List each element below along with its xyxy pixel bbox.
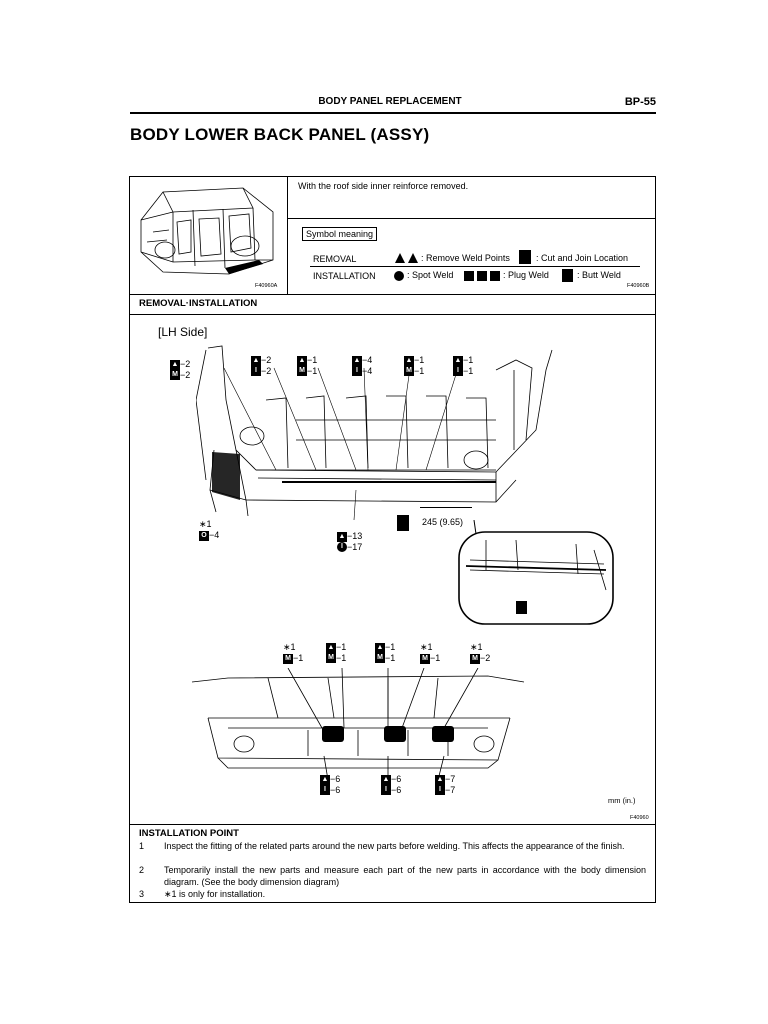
callout-center: ▲−13 I−17 (337, 531, 363, 553)
installation-point-number-1: 1 (139, 841, 145, 851)
lower-panel-drawing (191, 668, 525, 780)
cut-join-icon (519, 250, 531, 264)
section-header: BODY PANEL REPLACEMENT (318, 96, 462, 107)
callout-upper-3: ▲−1 M−1 (297, 355, 318, 377)
vehicle-thumbnail (140, 187, 274, 275)
symbol-meaning-label: Symbol meaning (302, 227, 378, 241)
cut-join-marker (397, 515, 409, 531)
section-heading-rule (129, 314, 656, 315)
top-box-divider (287, 176, 288, 294)
callout-upper-2: ▲−2 I−2 (251, 355, 272, 377)
plug-weld-m-icon (477, 271, 487, 281)
figure-code-diagram: F40960 (630, 815, 649, 821)
remove-weld-symbol: ▲ (251, 355, 261, 366)
callout-lower-top-4: ∗1 M−1 (420, 642, 441, 664)
legend-rule (310, 266, 640, 267)
remove-weld-meaning: : Remove Weld Points (421, 253, 510, 263)
plug-weld-m-symbol: M (297, 366, 307, 377)
plug-weld-o-symbol: O (199, 530, 209, 541)
remove-weld-symbol: ▲ (337, 531, 347, 542)
butt-weld-meaning: : Butt Weld (577, 270, 621, 280)
plug-weld-m-symbol: M (404, 366, 414, 377)
callout-upper-4: ▲−4 I−4 (352, 355, 373, 377)
header-rule (130, 112, 656, 114)
callout-left: ∗1 O−4 (199, 519, 220, 541)
remove-weld-symbol: ▲ (381, 774, 391, 785)
remove-weld-symbol: ▲ (453, 355, 463, 366)
page-title: BODY LOWER BACK PANEL (ASSY) (130, 125, 430, 144)
spot-weld-symbol: I (337, 542, 347, 553)
spot-weld-icon (394, 271, 404, 281)
callout-lower-top-5: ∗1 M−2 (470, 642, 491, 664)
callout-upper-6: ▲−1 I−1 (453, 355, 474, 377)
installation-point-text-3: ∗1 is only for installation. (164, 889, 266, 899)
cut-join-meaning: : Cut and Join Location (536, 253, 629, 263)
upper-panel-drawing (196, 345, 553, 520)
installation-point-number-3: 3 (139, 889, 145, 899)
installation-label: INSTALLATION (313, 271, 376, 281)
installation-point-text-1: Inspect the fitting of the related parts… (164, 841, 625, 851)
remove-weld-symbol: ▲ (435, 774, 445, 785)
plug-weld-m-symbol: M (326, 653, 336, 664)
callout-lower-bottom-1: ▲−6 I−6 (320, 774, 341, 796)
callout-upper-5: ▲−1 M−1 (404, 355, 425, 377)
content-frame (129, 176, 656, 903)
plug-weld-i-symbol: I (320, 785, 330, 796)
plug-weld-i-symbol: I (251, 366, 261, 377)
lh-side-label: [LH Side] (158, 325, 208, 339)
butt-weld-icon (562, 269, 573, 282)
plug-weld-m-symbol: M (170, 370, 180, 381)
dimension-value: 245 (9.65) (422, 517, 464, 527)
plug-weld-i-symbol: I (381, 785, 391, 796)
dimension-line (420, 507, 472, 508)
remove-weld-icon (395, 253, 418, 263)
plug-weld-m-symbol: M (470, 653, 480, 664)
figure-code-right: F40960B (627, 283, 650, 289)
installation-point-text-2: Temporarily install the new parts and me… (164, 865, 646, 887)
removal-installation-heading: REMOVAL·INSTALLATION (139, 298, 258, 309)
remove-weld-symbol: ▲ (170, 359, 180, 370)
callout-upper-1: ▲−2 M−2 (170, 359, 191, 381)
spot-weld-meaning: : Spot Weld (407, 270, 454, 280)
remove-weld-symbol: ▲ (375, 642, 385, 653)
removal-label: REMOVAL (313, 254, 357, 264)
installation-point-heading: INSTALLATION POINT (139, 828, 239, 839)
page-number: BP-55 (624, 96, 656, 108)
diagram-bottom-rule (129, 824, 656, 825)
plug-weld-i-symbol: I (453, 366, 463, 377)
plug-weld-m-symbol: M (283, 653, 293, 664)
callout-lower-bottom-2: ▲−6 I−6 (381, 774, 402, 796)
plug-weld-o-icon (464, 271, 474, 281)
remove-weld-symbol: ▲ (326, 642, 336, 653)
plug-weld-m-symbol: M (420, 653, 430, 664)
plug-weld-i-symbol: I (352, 366, 362, 377)
remove-weld-symbol: ▲ (352, 355, 362, 366)
plug-weld-i-icon (490, 271, 500, 281)
roof-side-note: With the roof side inner reinforce remov… (298, 181, 469, 191)
remove-weld-symbol: ▲ (297, 355, 307, 366)
plug-weld-meaning: : Plug Weld (503, 270, 549, 280)
detail-bubble (458, 520, 614, 625)
callout-lower-bottom-3: ▲−7 I−7 (435, 774, 456, 796)
top-box-bottom-rule (129, 294, 656, 295)
callout-lower-top-2: ▲−1 M−1 (326, 642, 347, 664)
callout-lower-top-3: ▲−1 M−1 (375, 642, 396, 664)
note-divider (287, 218, 656, 219)
unit-label: mm (in.) (608, 796, 636, 805)
installation-point-number-2: 2 (139, 865, 145, 875)
remove-weld-symbol: ▲ (404, 355, 414, 366)
plug-weld-i-symbol: I (435, 785, 445, 796)
butt-weld-marker (516, 601, 527, 614)
callout-lower-top-1: ∗1 M−1 (283, 642, 304, 664)
figure-code-left: F40960A (255, 283, 278, 289)
remove-weld-symbol: ▲ (320, 774, 330, 785)
plug-weld-m-symbol: M (375, 653, 385, 664)
